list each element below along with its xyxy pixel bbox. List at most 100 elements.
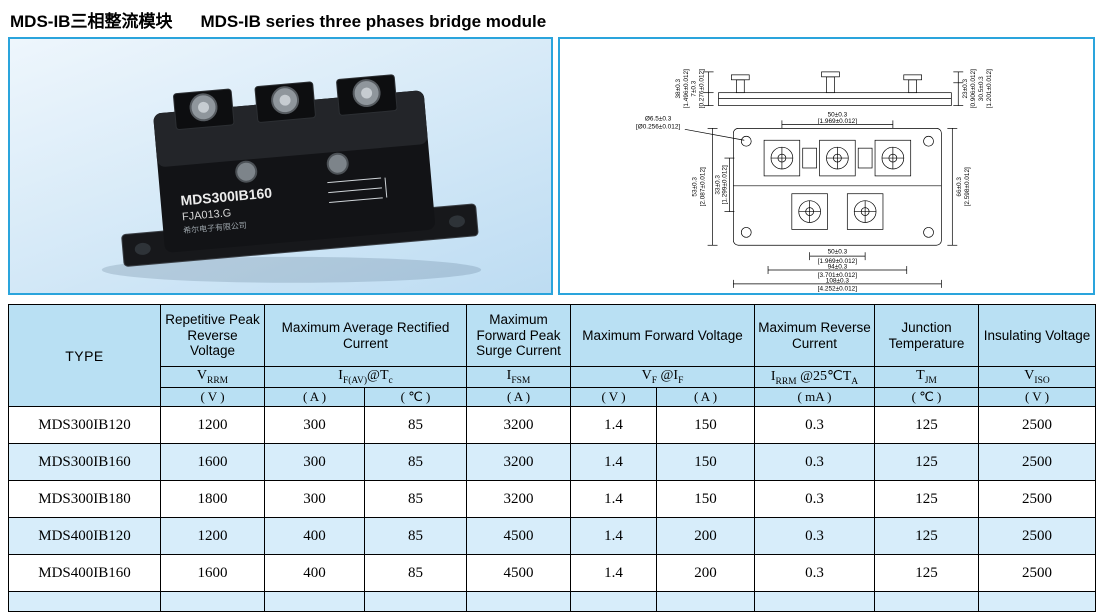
dim-33-inch: [1.299±0.012]: [721, 165, 728, 204]
corner-hole: [923, 227, 934, 238]
side-view-body: [718, 92, 952, 106]
header-row-units: ( V ) ( A ) ( ℃ ) ( A ) ( V ) ( A ) ( mA…: [9, 387, 1096, 407]
col-header-ifsm: Maximum Forward Peak Surge Current: [466, 304, 571, 367]
dim-33-mm: 33±0.3: [715, 175, 722, 195]
drawing-dimension-labels: 38±0.3 [1.496±0.012] 7±0.3 [0.276±0.012]…: [636, 69, 993, 292]
dim-38-mm: 38±0.3: [675, 79, 682, 99]
cell-vrrm: 1200: [160, 517, 265, 555]
col-header-vrrm: Repetitive Peak Reverse Voltage: [160, 304, 265, 367]
cell-ifsm: [466, 591, 571, 612]
cell-vf: 1.4: [570, 406, 657, 444]
dim-66-mm: 66±0.3: [956, 177, 963, 197]
outline-drawing: 38±0.3 [1.496±0.012] 7±0.3 [0.276±0.012]…: [636, 69, 993, 292]
table-row-partial: [8, 591, 1096, 612]
cell-ifsm: 4500: [466, 554, 571, 592]
front-screw-icon: [326, 152, 349, 175]
dim-hole-mm: Ø6.5±0.3: [645, 115, 672, 122]
product-photo-panel: MDS300IB160 FJA013.G 希尔电子有限公司: [8, 37, 553, 295]
dim-66-inch: [2.598±0.012]: [964, 167, 971, 206]
cell-if: 150: [656, 443, 755, 481]
bridge-module: MDS300IB160 FJA013.G 希尔电子有限公司: [121, 74, 479, 267]
symbol-ifav: IF(AV)@Tc: [264, 366, 467, 388]
cell-ifav: 300: [264, 480, 365, 518]
cell-ifsm: 3200: [466, 406, 571, 444]
image-panels: MDS300IB160 FJA013.G 希尔电子有限公司: [8, 37, 1095, 295]
unit-ifav-tc: ( ℃ ): [364, 387, 467, 407]
cell-vrrm: 1200: [160, 406, 265, 444]
screw-head: [279, 94, 291, 106]
symbol-vrrm: VRRM: [160, 366, 265, 388]
col-header-vf: Maximum Forward Voltage: [570, 304, 755, 367]
cell-type: MDS300IB120: [8, 406, 161, 444]
cell-type: MDS300IB180: [8, 480, 161, 518]
cell-irrm: 0.3: [754, 443, 875, 481]
cell-irrm: 0.3: [754, 406, 875, 444]
cell-ifav: 400: [264, 517, 365, 555]
cell-ifsm: 4500: [466, 517, 571, 555]
cell-irrm: [754, 591, 875, 612]
dim-53-inch: [2.087±0.012]: [700, 167, 707, 206]
label-model-text: MDS300IB160: [180, 185, 273, 209]
cell-ifav: 300: [264, 406, 365, 444]
dim-30.5-inch: [1.201±0.012]: [986, 69, 993, 108]
spec-table: TYPE Repetitive Peak Reverse Voltage Max…: [8, 304, 1096, 612]
cell-tj: 125: [874, 480, 979, 518]
symbol-vf: VF @IF: [570, 366, 755, 388]
corner-hole: [740, 227, 752, 238]
cell-type: MDS400IB120: [8, 517, 161, 555]
col-header-tj: Junction Temperature: [874, 304, 979, 367]
cell-irrm: 0.3: [754, 554, 875, 592]
dim-7-mm: 7±0.3: [691, 80, 698, 96]
dim-hole-inch: [Ø0.256±0.012]: [636, 123, 680, 130]
cell-type: [8, 591, 161, 612]
cell-vrrm: [160, 591, 265, 612]
cell-ifsm: 3200: [466, 480, 571, 518]
cell-if: [656, 591, 755, 612]
module-shadow: [101, 256, 482, 283]
cell-tc: 85: [364, 406, 467, 444]
unit-vrrm: ( V ): [160, 387, 265, 407]
dim-bot50-inch: [1.969±0.012]: [818, 258, 857, 265]
dim-38-inch: [1.496±0.012]: [683, 69, 690, 108]
dim-53-mm: 53±0.3: [692, 177, 699, 197]
cell-ifav: 300: [264, 443, 365, 481]
dim-top50-mm: 50±0.3: [828, 111, 848, 118]
drawing-geometry: [684, 71, 964, 288]
cell-if: 150: [656, 480, 755, 518]
cell-viso: [978, 591, 1096, 612]
col-header-type: TYPE: [8, 304, 161, 407]
cell-viso: 2500: [978, 554, 1096, 592]
dim-30.5-mm: 30.5±0.3: [978, 76, 985, 101]
table-row: MDS400IB160 1600 400 85 4500 1.4 200 0.3…: [8, 554, 1096, 592]
unit-irrm: ( mA ): [754, 387, 875, 407]
symbol-irrm: IRRM @25℃TA: [754, 366, 875, 388]
unit-tj: ( ℃ ): [874, 387, 979, 407]
table-row: MDS300IB120 1200 300 85 3200 1.4 150 0.3…: [8, 406, 1096, 444]
unit-ifav-a: ( A ): [264, 387, 365, 407]
cell-tj: 125: [874, 443, 979, 481]
dim-7-inch: [0.276±0.012]: [699, 69, 706, 108]
cell-tc: [364, 591, 467, 612]
dim-108-inch: [4.252±0.012]: [818, 285, 857, 292]
cell-vf: 1.4: [570, 443, 657, 481]
dim-23-mm: 23±0.3: [962, 79, 969, 99]
page-title-en: MDS-IB series three phases bridge module: [200, 12, 547, 31]
mounting-hole-right: [449, 215, 465, 228]
top-view-body: [733, 128, 942, 246]
header-row-symbols: VRRM IF(AV)@Tc IFSM VF @IF IRRM @25℃TA T…: [9, 366, 1096, 388]
cell-vrrm: 1800: [160, 480, 265, 518]
col-header-irrm: Maximum Reverse Current: [754, 304, 875, 367]
cell-type: MDS400IB160: [8, 554, 161, 592]
cell-tc: 85: [364, 517, 467, 555]
dim-108-mm: 108±0.3: [826, 277, 850, 284]
front-screw-icon: [235, 160, 258, 183]
cell-type: MDS300IB160: [8, 443, 161, 481]
cell-vf: 1.4: [570, 480, 657, 518]
terminal-towers: [173, 74, 398, 130]
symbol-viso: VISO: [978, 366, 1096, 388]
cell-tc: 85: [364, 554, 467, 592]
screw-head: [361, 87, 373, 99]
symbol-tj: TJM: [874, 366, 979, 388]
table-row: MDS300IB180 1800 300 85 3200 1.4 150 0.3…: [8, 480, 1096, 518]
